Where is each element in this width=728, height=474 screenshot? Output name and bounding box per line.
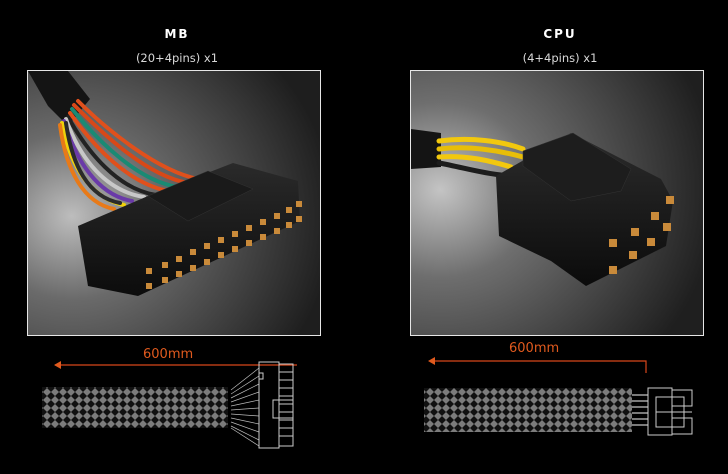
cpu-length-label: 600mm xyxy=(509,341,560,356)
mb-pin-count: (20+4pins) x1 xyxy=(135,51,219,65)
mb-connector-photo xyxy=(27,70,321,336)
wire-fan-diagram xyxy=(230,367,260,447)
mb-length-diagram xyxy=(42,361,297,449)
arrow-left-icon xyxy=(428,357,435,365)
arrow-left-icon xyxy=(54,361,61,369)
braided-sleeve-diagram xyxy=(424,388,632,432)
connector-outline-diagram xyxy=(647,387,693,436)
braided-sleeve-diagram xyxy=(42,387,228,428)
cpu-connector-photo xyxy=(410,70,704,336)
wire-stub-diagram xyxy=(632,394,648,426)
cpu-pin-count: (4+4pins) x1 xyxy=(522,51,598,65)
mb-length-label: 600mm xyxy=(143,347,194,362)
cpu-title: CPU xyxy=(543,27,577,41)
mb-title: MB xyxy=(164,27,190,41)
cpu-length-diagram xyxy=(424,357,693,436)
dimension-line xyxy=(430,360,647,373)
connector-outline-diagram xyxy=(258,361,294,449)
